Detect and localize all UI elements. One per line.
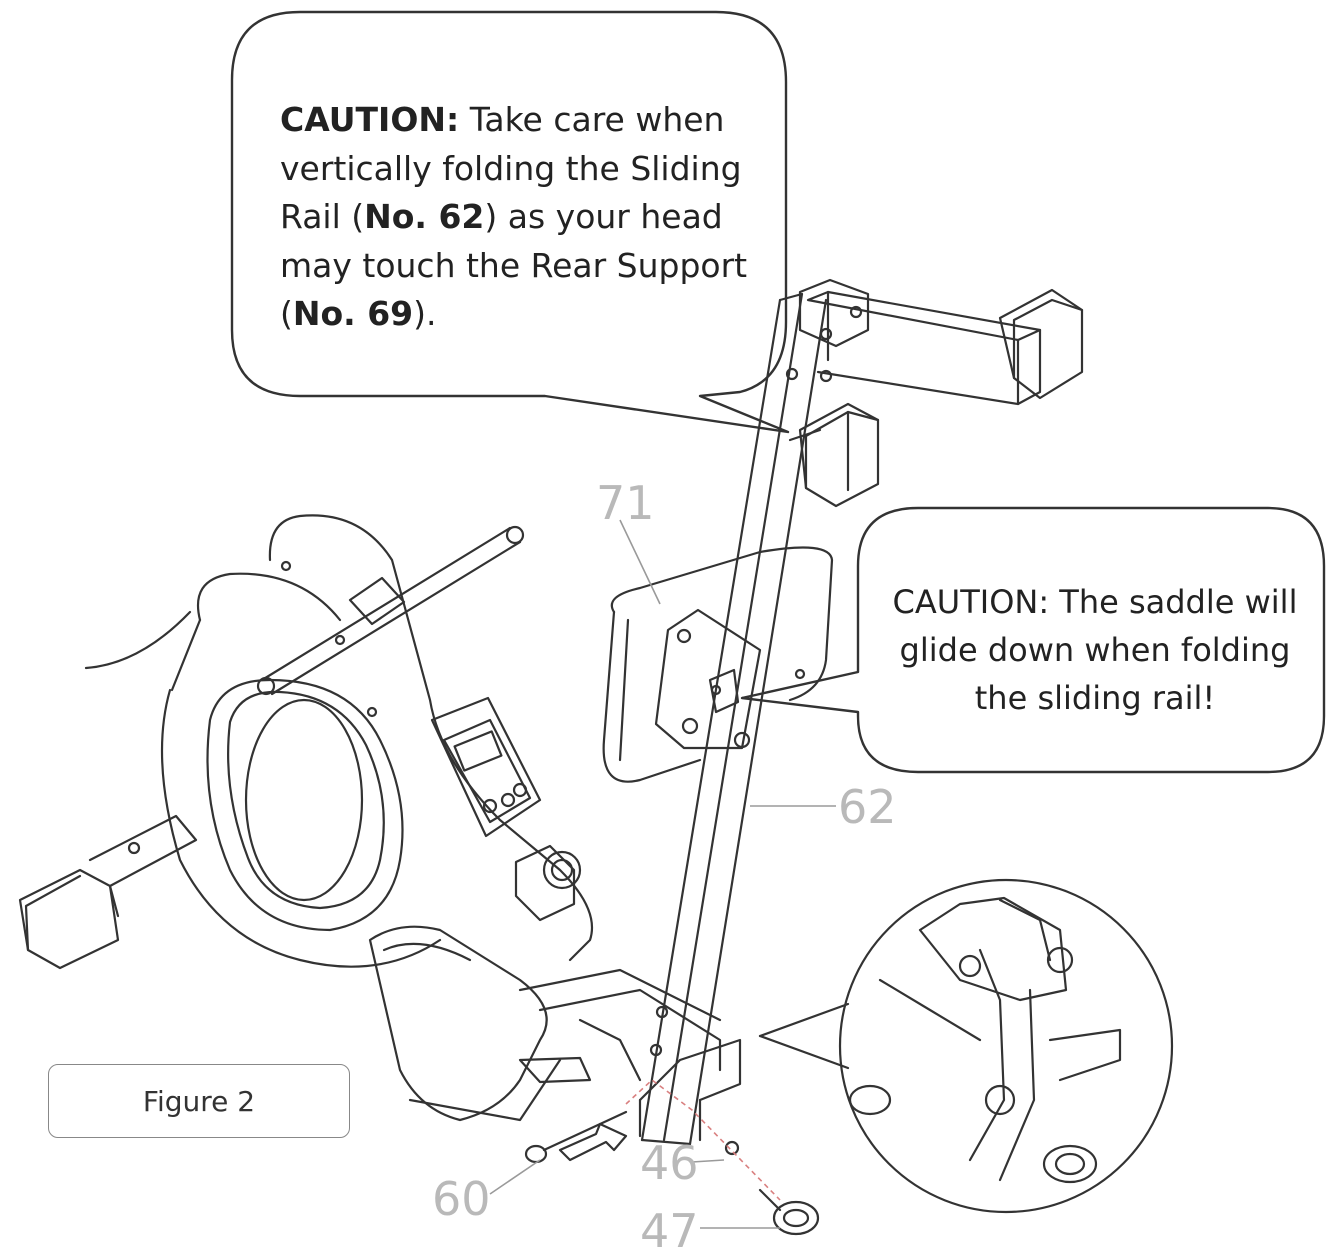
caution-text-c: ). — [413, 294, 437, 333]
part-label-60: 60 — [432, 1172, 491, 1226]
rear-support — [798, 278, 1084, 508]
saddle-seat — [602, 546, 834, 783]
handle-bar — [256, 525, 525, 696]
part-label-47: 47 — [640, 1204, 699, 1258]
caution-bubble-rail — [230, 10, 790, 434]
caution-bubble-saddle — [740, 506, 1326, 774]
figure-label: Figure 2 — [48, 1064, 350, 1138]
knob-47 — [724, 1140, 820, 1236]
flywheel-housing — [160, 514, 594, 968]
caution-label: CAUTION: — [280, 100, 460, 139]
part-ref-62: No. 62 — [364, 197, 485, 236]
part-label-62: 62 — [838, 780, 897, 834]
pin-assembly — [524, 1110, 628, 1164]
caution-text-rail: CAUTION: Take care when vertically foldi… — [280, 96, 750, 339]
main-beam — [518, 968, 742, 1142]
footrest — [368, 925, 592, 1122]
front-stabilizer — [18, 610, 198, 970]
part-label-46: 46 — [640, 1136, 699, 1190]
caution-text-a: Take care when vertically folding the Sl… — [280, 100, 742, 236]
part-label-71: 71 — [596, 476, 655, 530]
caution-text-b: ) as your head may touch the Rear Suppor… — [280, 197, 748, 333]
detail-zoom — [758, 878, 1174, 1214]
sliding-rail — [640, 292, 828, 1146]
caution-text-saddle: CAUTION: The saddle will glide down when… — [892, 583, 1298, 717]
console — [430, 696, 582, 922]
part-ref-69: No. 69 — [292, 294, 414, 333]
